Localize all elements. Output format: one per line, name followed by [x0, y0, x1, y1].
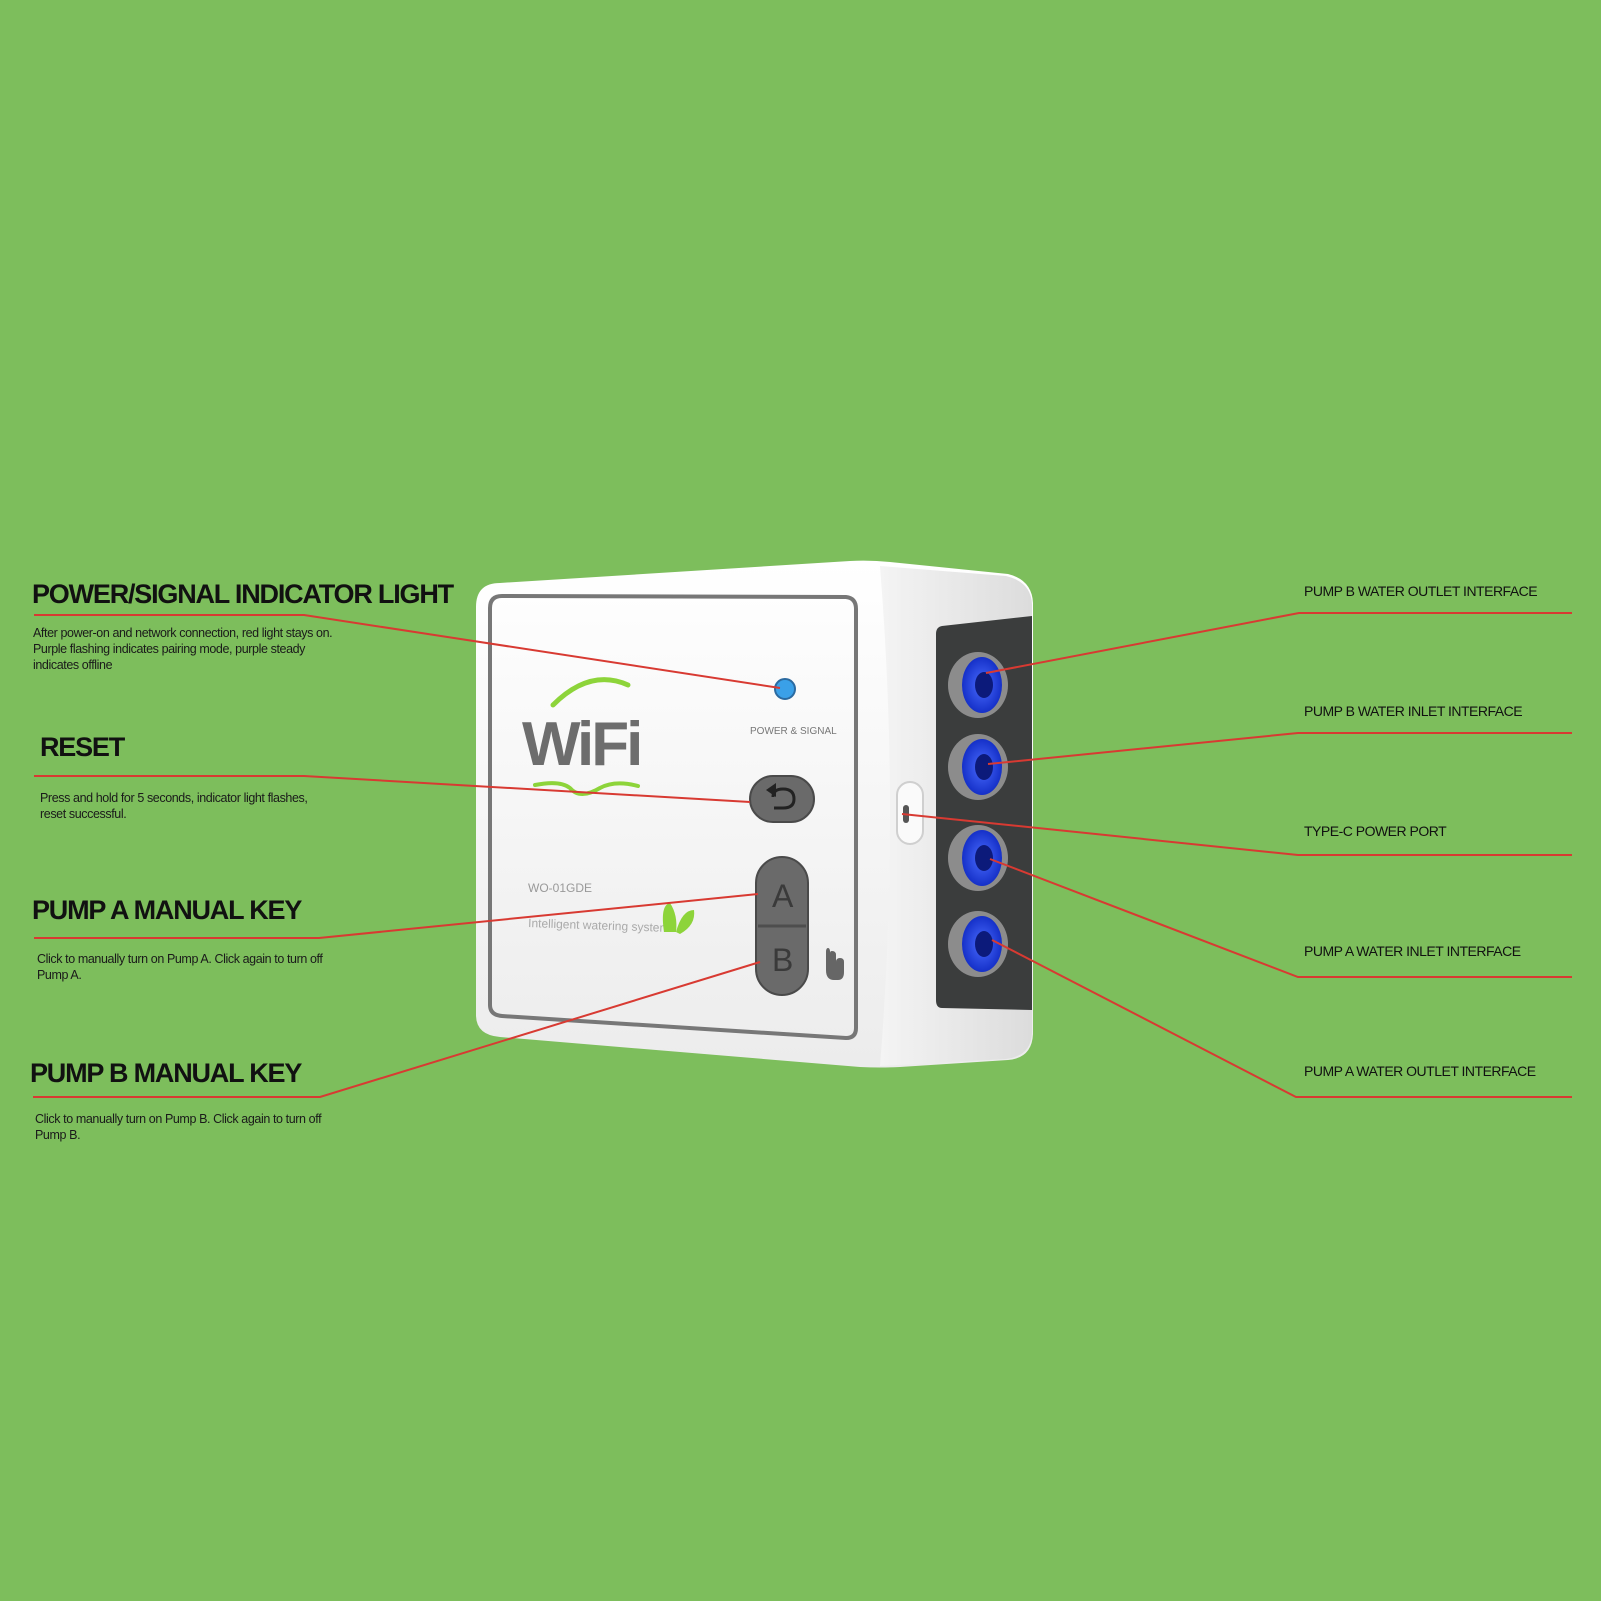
pump-a-key-title: PUMP A MANUAL KEY	[32, 895, 302, 925]
port-b-inlet	[948, 734, 1008, 800]
wifi-swoosh-icon	[533, 781, 640, 796]
leader-pump-b-outlet	[985, 612, 1572, 674]
undo-arrow-icon	[766, 783, 796, 810]
leader-pump-a-key	[34, 893, 759, 939]
pointing-hand-icon	[826, 948, 844, 980]
pump-a-key-desc: Click to manually turn on Pump A. Click …	[37, 952, 323, 982]
port-b-outlet	[948, 652, 1008, 718]
leader-type-c	[901, 813, 1572, 856]
leader-pump-b-key	[33, 961, 761, 1098]
leader-power-signal	[34, 614, 781, 689]
pump-key-group: A B	[755, 856, 809, 996]
reset-desc: Press and hold for 5 seconds, indicator …	[40, 791, 308, 821]
pump-a-outlet-label: PUMP A WATER OUTLET INTERFACE	[1304, 1063, 1536, 1079]
leader-pump-a-outlet	[991, 939, 1572, 1098]
port-a-outlet	[948, 911, 1008, 977]
type-c-port	[896, 781, 924, 845]
leaf-icon	[662, 903, 695, 934]
pump-b-inlet-label: PUMP B WATER INLET INTERFACE	[1304, 703, 1523, 719]
reset-button[interactable]	[749, 775, 815, 823]
pump-a-key[interactable]: A	[758, 859, 806, 925]
pump-b-key[interactable]: B	[758, 927, 806, 993]
pump-b-key-label: B	[772, 942, 793, 978]
leader-pump-a-inlet	[989, 858, 1572, 978]
reset-title: RESET	[40, 732, 125, 762]
port-a-inlet	[948, 825, 1008, 891]
type-c-label: TYPE-C POWER PORT	[1304, 823, 1447, 839]
leader-lines	[33, 612, 1572, 1098]
led-caption: POWER & SIGNAL	[750, 726, 837, 737]
pump-a-key-label: A	[772, 878, 794, 914]
pump-b-key-title: PUMP B MANUAL KEY	[30, 1058, 302, 1088]
water-ports	[948, 652, 1008, 977]
power-signal-title: POWER/SIGNAL INDICATOR LIGHT	[32, 579, 454, 609]
wifi-arc-top-icon	[550, 677, 631, 708]
power-signal-desc: After power-on and network connection, r…	[33, 626, 333, 672]
leader-pump-b-inlet	[987, 732, 1572, 765]
power-signal-led	[774, 678, 796, 700]
pump-b-key-desc: Click to manually turn on Pump B. Click …	[35, 1112, 322, 1142]
pump-b-outlet-label: PUMP B WATER OUTLET INTERFACE	[1304, 583, 1538, 599]
pump-a-inlet-label: PUMP A WATER INLET INTERFACE	[1304, 943, 1521, 959]
tagline: Intelligent watering system	[528, 916, 670, 935]
wifi-logo: WiFi	[522, 677, 643, 796]
model-number: WO-01GDE	[528, 881, 592, 895]
leader-reset	[34, 775, 751, 803]
wifi-logo-text: WiFi	[522, 710, 640, 779]
